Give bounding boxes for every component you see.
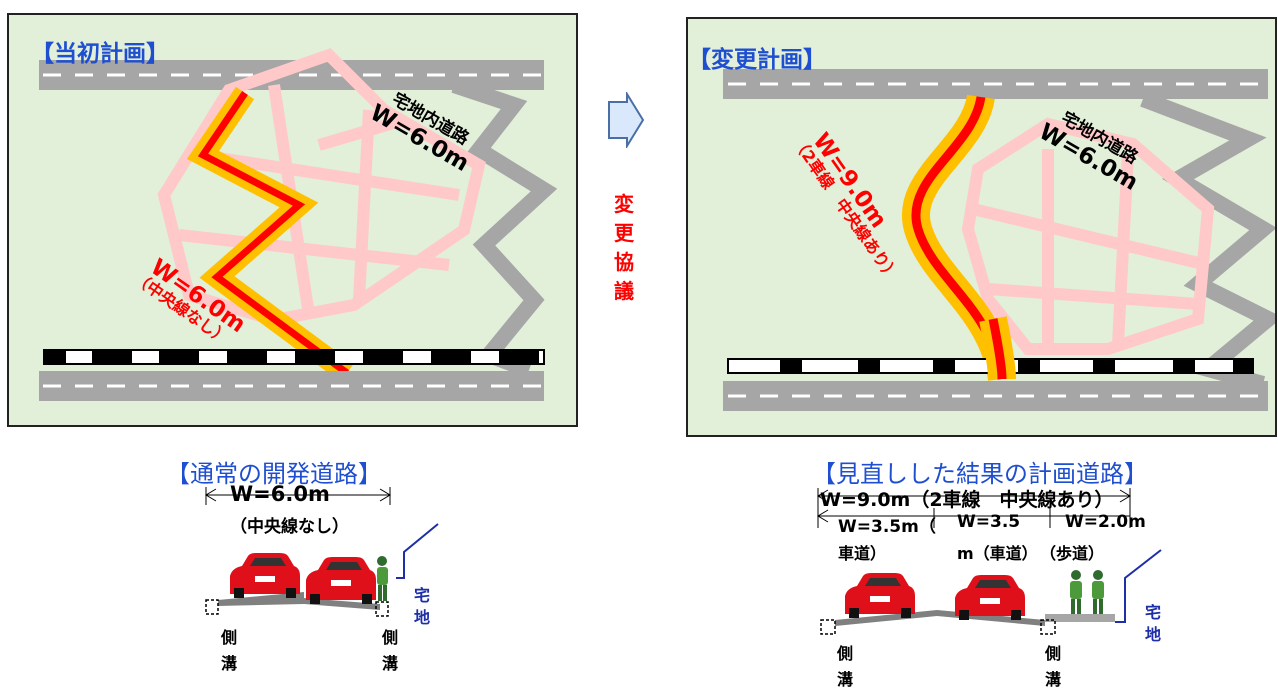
left-section-note: （中央線なし） [230, 517, 349, 537]
right-zigzag-path [451, 77, 558, 378]
transition-char-1: 変 [614, 192, 634, 216]
right-sidewalk-width: W=2.0m [1065, 512, 1146, 532]
pink-lot-grid [961, 117, 1215, 355]
transition-label: 変 更 協 議 [612, 190, 636, 306]
transition-arrow-icon [608, 92, 645, 148]
transition-char-4: 議 [614, 279, 634, 303]
right-ditch-right-char-1: 側 [1044, 644, 1061, 663]
right-house-land-label: 宅 地 [1144, 602, 1162, 646]
pedestrian-icon [1070, 570, 1082, 614]
right-ditch-right-shape [1040, 619, 1056, 635]
left-ditch-left-char-2: 溝 [220, 654, 237, 673]
railway-stripe-blocks [780, 359, 1253, 373]
left-width-dimension [205, 487, 391, 505]
left-section-width: W=6.0m [230, 482, 330, 506]
left-ditch-right-shape [375, 601, 389, 617]
planned-road-center [197, 91, 350, 376]
transition-char-3: 協 [614, 250, 634, 274]
pedestrian-icon [1092, 570, 1104, 614]
left-plan-panel: 【当初計画】 宅地内道路 W=6.0m W=6.0m （中央線なし） [7, 13, 578, 427]
right-sidewalk-surface [1045, 614, 1115, 622]
pedestrian-icon [377, 556, 388, 601]
car-icon [230, 553, 300, 598]
right-section-width: W=9.0m（2車線 中央線あり） [820, 489, 1114, 511]
left-plan-map [39, 48, 558, 401]
left-panel-title: 【当初計画】 [31, 41, 169, 67]
right-width-dimensions [817, 488, 1131, 528]
right-section-title: 【見直しした結果の計画道路】 [812, 460, 1148, 488]
right-ditch-left-char-2: 溝 [836, 670, 853, 689]
car-icon [845, 573, 915, 618]
right-lane2-width: W=3.5 [957, 512, 1021, 532]
right-section-road-surface [835, 610, 1045, 626]
right-ditch-right-label: 側 溝 [1044, 641, 1062, 693]
right-lane2-label: m（車道） [957, 544, 1038, 563]
left-house-land-char-2: 地 [413, 608, 430, 627]
left-section-boundary-line [396, 523, 439, 579]
right-section-boundary-line [1115, 549, 1162, 623]
right-ditch-left-shape [820, 619, 836, 635]
transition-char-2: 更 [614, 221, 634, 245]
right-ditch-right-char-2: 溝 [1044, 670, 1061, 689]
left-ditch-right-char-2: 溝 [381, 654, 398, 673]
right-lane1-label: 車道） [838, 544, 887, 563]
left-house-land-label: 宅 地 [413, 585, 431, 629]
left-ditch-right-char-1: 側 [381, 628, 398, 647]
car-icon [306, 557, 376, 604]
car-icon [955, 575, 1025, 620]
right-ditch-left-label: 側 溝 [836, 641, 854, 693]
left-section-title: 【通常の開発道路】 [166, 460, 382, 488]
pink-lot-grid [157, 48, 486, 327]
left-section-road-surface [218, 592, 380, 610]
left-house-land-char-1: 宅 [413, 586, 430, 605]
railway-stripe-blocks [44, 350, 539, 364]
right-ditch-left-char-1: 側 [836, 644, 853, 663]
left-ditch-left-char-1: 側 [220, 628, 237, 647]
right-house-land-char-1: 宅 [1144, 603, 1161, 622]
right-lane1-width: W=3.5m（ [838, 517, 936, 537]
left-ditch-left-shape [205, 599, 219, 615]
right-plan-map [723, 69, 1275, 411]
right-section-drawing [820, 549, 1162, 635]
left-ditch-right-label: 側 溝 [381, 625, 399, 677]
right-plan-panel: 【変更計画】 宅地内道路 W=6.0m W=9.0m （2車線 中央線あり） [686, 17, 1277, 437]
right-sidewalk-label: （歩道） [1040, 544, 1105, 563]
right-house-land-char-2: 地 [1144, 625, 1161, 644]
right-panel-title: 【変更計画】 [688, 47, 826, 73]
left-ditch-left-label: 側 溝 [220, 625, 238, 677]
left-section-drawing [205, 523, 439, 617]
